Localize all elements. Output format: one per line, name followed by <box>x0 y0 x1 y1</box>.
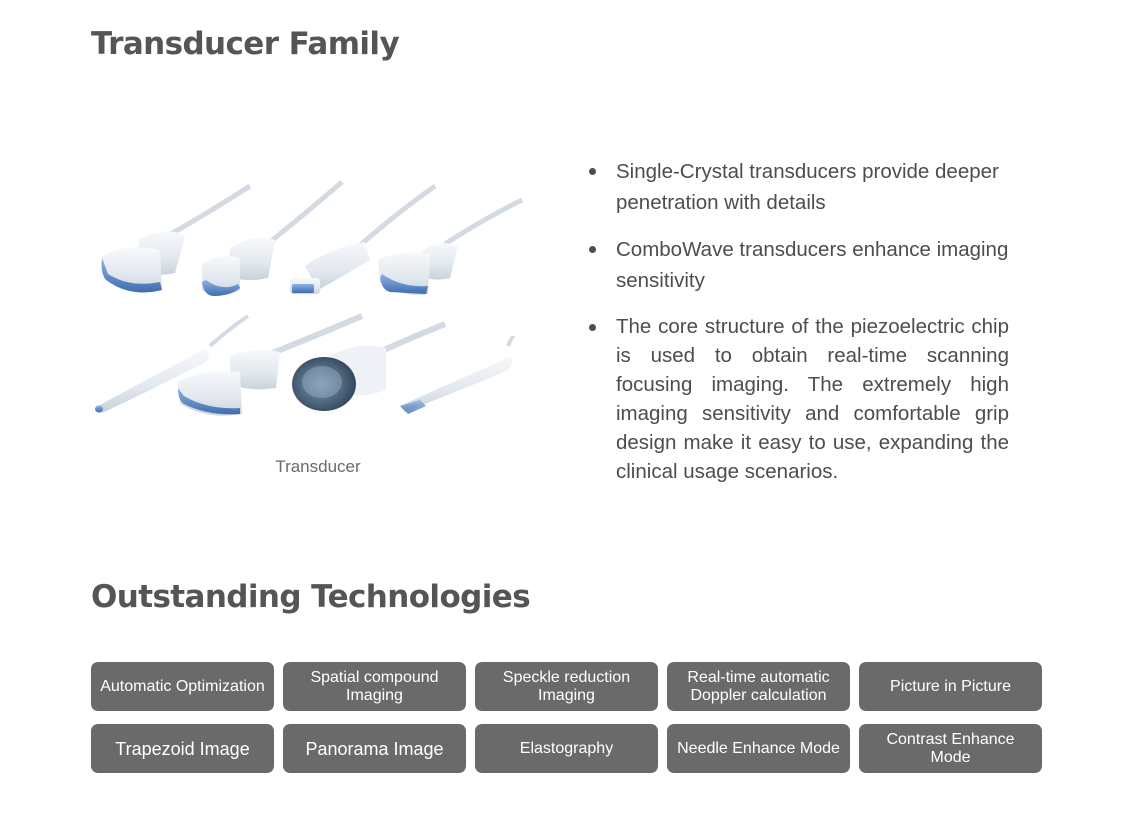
tech-button-panorama-image[interactable]: Panorama Image <box>283 724 466 773</box>
tech-button-trapezoid-image[interactable]: Trapezoid Image <box>91 724 274 773</box>
figure-caption: Transducer <box>275 457 361 476</box>
list-item-text: The core structure of the piezoelectric … <box>616 315 1009 483</box>
microconvex-probe-icon <box>202 180 344 296</box>
tech-button-spatial-compound-imaging[interactable]: Spatial compound Imaging <box>283 662 466 711</box>
linear-probe-icon <box>378 197 524 295</box>
convex-probe-icon <box>101 183 252 293</box>
endocavity-probe-icon <box>95 314 250 413</box>
list-item: ComboWave transducers enhance imaging se… <box>585 234 1015 296</box>
tech-button-contrast-enhance-mode[interactable]: Contrast Enhance Mode <box>859 724 1042 773</box>
tech-button-elastography[interactable]: Elastography <box>475 724 658 773</box>
section-title-outstanding-technologies: Outstanding Technologies <box>91 579 531 615</box>
feature-list: Single-Crystal transducers provide deepe… <box>585 156 1015 486</box>
transducer-image <box>90 178 530 418</box>
list-item-text: Single-Crystal transducers provide deepe… <box>616 160 999 214</box>
bullet-icon <box>589 168 596 175</box>
tech-button-speckle-reduction-imaging[interactable]: Speckle reduction Imaging <box>475 662 658 711</box>
tech-button-needle-enhance-mode[interactable]: Needle Enhance Mode <box>667 724 850 773</box>
intraoperative-probe-icon <box>400 335 516 414</box>
section-title-transducer-family: Transducer Family <box>91 26 400 62</box>
list-item-text: ComboWave transducers enhance imaging se… <box>616 238 1009 292</box>
volume-probe-icon <box>292 321 447 411</box>
bullet-icon <box>589 324 596 331</box>
bullet-icon <box>589 246 596 253</box>
wide-linear-probe-icon <box>178 313 364 416</box>
list-item: The core structure of the piezoelectric … <box>585 312 1009 486</box>
phased-probe-icon <box>290 183 437 294</box>
tech-button-automatic-optimization[interactable]: Automatic Optimization <box>91 662 274 711</box>
list-item: Single-Crystal transducers provide deepe… <box>585 156 1015 218</box>
technology-buttons: Automatic Optimization Spatial compound … <box>91 662 1045 773</box>
tech-button-doppler-calculation[interactable]: Real-time automatic Doppler calculation <box>667 662 850 711</box>
tech-button-picture-in-picture[interactable]: Picture in Picture <box>859 662 1042 711</box>
